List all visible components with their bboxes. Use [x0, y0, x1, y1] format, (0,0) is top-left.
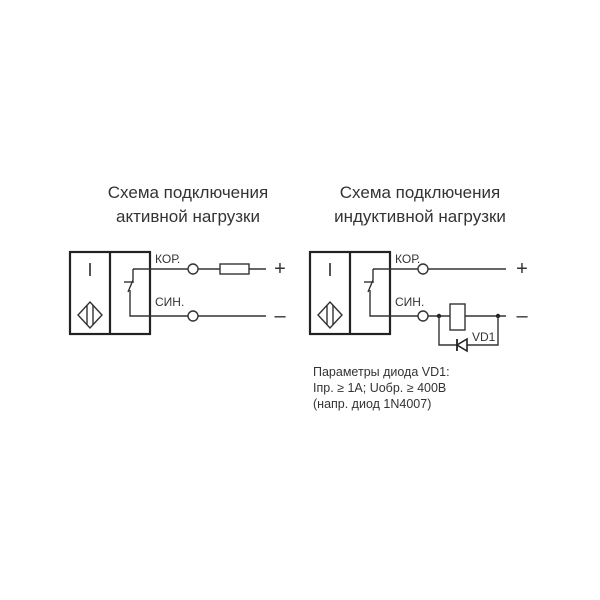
inductive-load-diagram: Схема подключения индуктивной нагрузки I… [308, 183, 528, 411]
inductive-sensor-icon [317, 300, 343, 330]
switch-contact-icon [364, 268, 418, 317]
left-title-line2: активной нагрузки [116, 207, 260, 226]
terminal-label-kor: КОР. [395, 252, 420, 266]
terminal-label-sin: СИН. [395, 295, 424, 309]
diode-label: VD1 [472, 330, 496, 344]
terminal-icon [187, 263, 199, 275]
diode-icon [455, 337, 468, 353]
terminal-label-sin: СИН. [155, 295, 184, 309]
diode-params-line3: (напр. диод 1N4007) [313, 397, 431, 411]
diode-params-line2: Iпр. ≥ 1А; Uобр. ≥ 400В [313, 381, 446, 395]
terminal-icon [417, 310, 429, 322]
right-title-line2: индуктивной нагрузки [334, 207, 506, 226]
switch-contact-icon [124, 268, 188, 317]
left-title-line1: Схема подключения [108, 183, 268, 202]
resistor-load-icon [219, 263, 250, 275]
diode-params-line1: Параметры диода VD1: [313, 365, 450, 379]
plus-sign: + [516, 258, 528, 280]
minus-sign: – [516, 305, 528, 327]
sensor-symbol: I [87, 260, 92, 280]
right-title-line1: Схема подключения [340, 183, 500, 202]
terminal-icon [417, 263, 429, 275]
minus-sign: – [274, 305, 286, 327]
active-load-diagram: Схема подключения активной нагрузки I КО… [68, 183, 286, 336]
sensor-symbol: I [327, 260, 332, 280]
relay-coil-icon [449, 303, 466, 331]
inductive-sensor-icon [77, 300, 103, 330]
plus-sign: + [274, 258, 286, 280]
terminal-label-kor: КОР. [155, 252, 180, 266]
terminal-icon [187, 310, 199, 322]
